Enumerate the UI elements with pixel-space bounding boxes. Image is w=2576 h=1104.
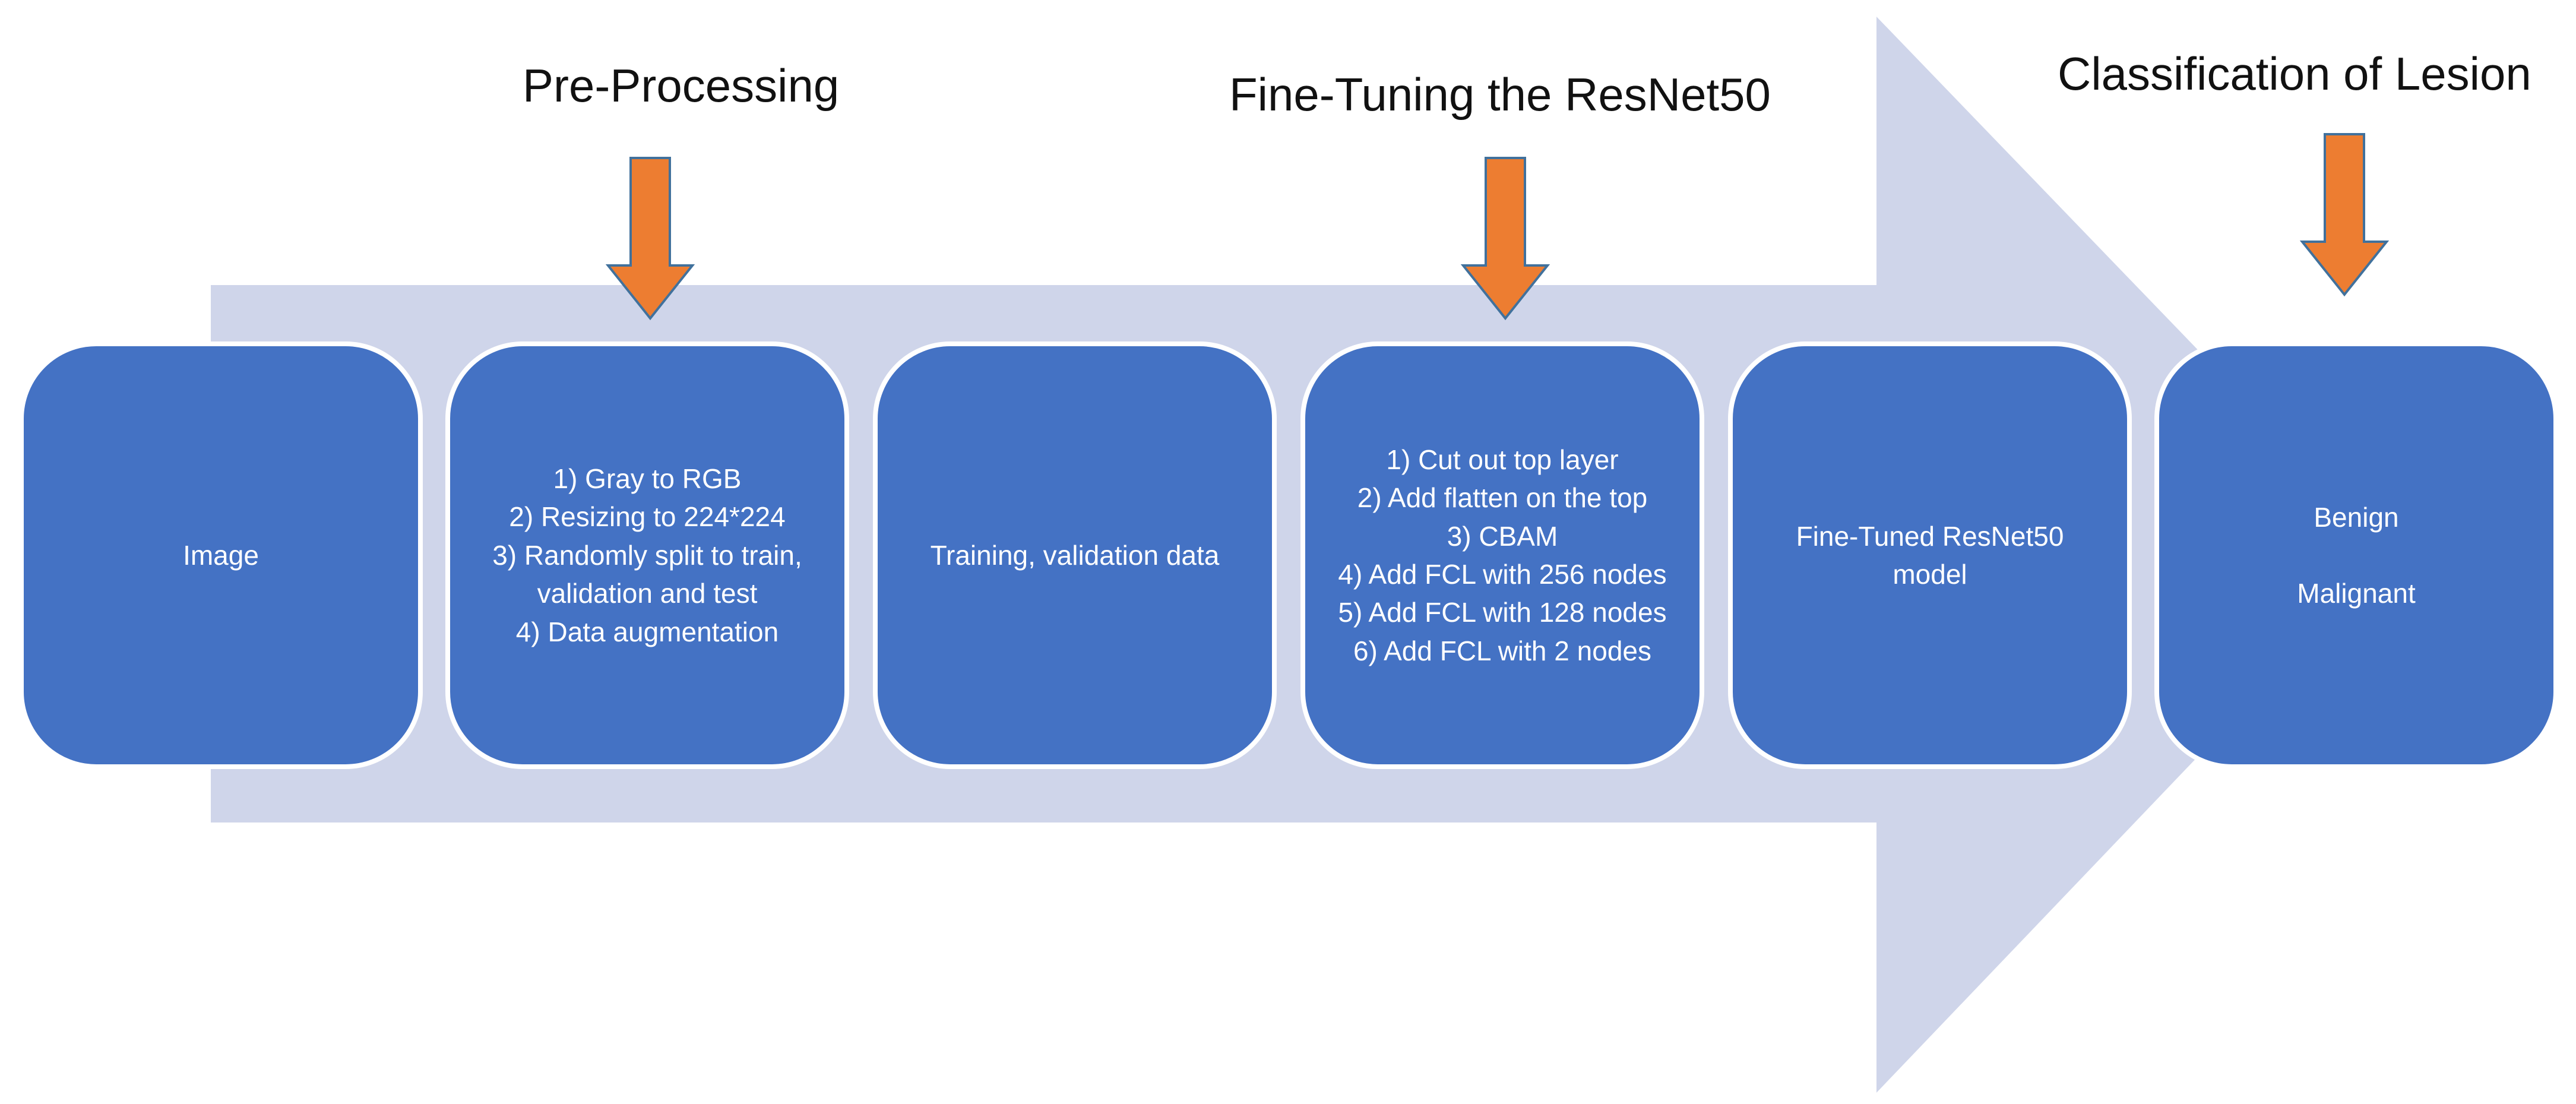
finetune-step-3: 3) CBAM <box>1447 520 1558 552</box>
stage-title-finetuning: Fine-Tuning the ResNet50 <box>1229 68 1771 121</box>
finetune-step-6: 6) Add FCL with 2 nodes <box>1353 635 1651 666</box>
finetune-step-4: 4) Add FCL with 256 nodes <box>1338 559 1667 590</box>
preprocess-step-2: 2) Resizing to 224*224 <box>509 501 786 533</box>
box-preprocessing-steps-text: 1) Gray to RGB 2) Resizing to 224*224 3)… <box>492 460 802 651</box>
box-training-validation-data: Training, validation data <box>873 341 1277 769</box>
class-malignant: Malignant <box>2297 578 2416 609</box>
finetune-step-2: 2) Add flatten on the top <box>1357 482 1648 514</box>
stage-title-classification: Classification of Lesion <box>2058 48 2531 100</box>
finetune-step-5: 5) Add FCL with 128 nodes <box>1338 597 1667 628</box>
box-image: Image <box>19 341 423 769</box>
finetune-step-1: 1) Cut out top layer <box>1386 444 1619 475</box>
down-arrow-classification-icon <box>2300 133 2389 297</box>
preprocess-step-3-continued: validation and test <box>537 578 758 609</box>
box-finetuning-steps: 1) Cut out top layer 2) Add flatten on t… <box>1300 341 1704 769</box>
class-benign: Benign <box>2314 501 2399 533</box>
box-image-line: Image <box>183 539 259 571</box>
preprocess-step-4: 4) Data augmentation <box>515 616 779 647</box>
box-finetuned-model: Fine-Tuned ResNet50 model <box>1728 341 2132 769</box>
box-classification-classes-text: Benign Malignant <box>2297 498 2415 613</box>
box-training-validation-data-text: Training, validation data <box>931 536 1220 574</box>
box-preprocessing-steps: 1) Gray to RGB 2) Resizing to 224*224 3)… <box>445 341 849 769</box>
stage-title-preprocessing: Pre-Processing <box>523 59 840 112</box>
box-finetuned-model-text: Fine-Tuned ResNet50 model <box>1796 517 2064 594</box>
preprocess-step-1: 1) Gray to RGB <box>553 463 742 495</box>
box-classification-classes: Benign Malignant <box>2154 341 2558 769</box>
box-finetuning-steps-text: 1) Cut out top layer 2) Add flatten on t… <box>1338 441 1666 670</box>
box-image-text: Image <box>183 536 259 574</box>
down-arrow-finetuning-icon <box>1461 157 1550 321</box>
down-arrow-preprocessing-icon <box>606 157 695 321</box>
model-line-1: Fine-Tuned ResNet50 <box>1796 520 2064 552</box>
model-line-2: model <box>1893 559 1967 590</box>
preprocess-step-3: 3) Randomly split to train, <box>492 539 802 571</box>
data-line: Training, validation data <box>930 539 1220 571</box>
